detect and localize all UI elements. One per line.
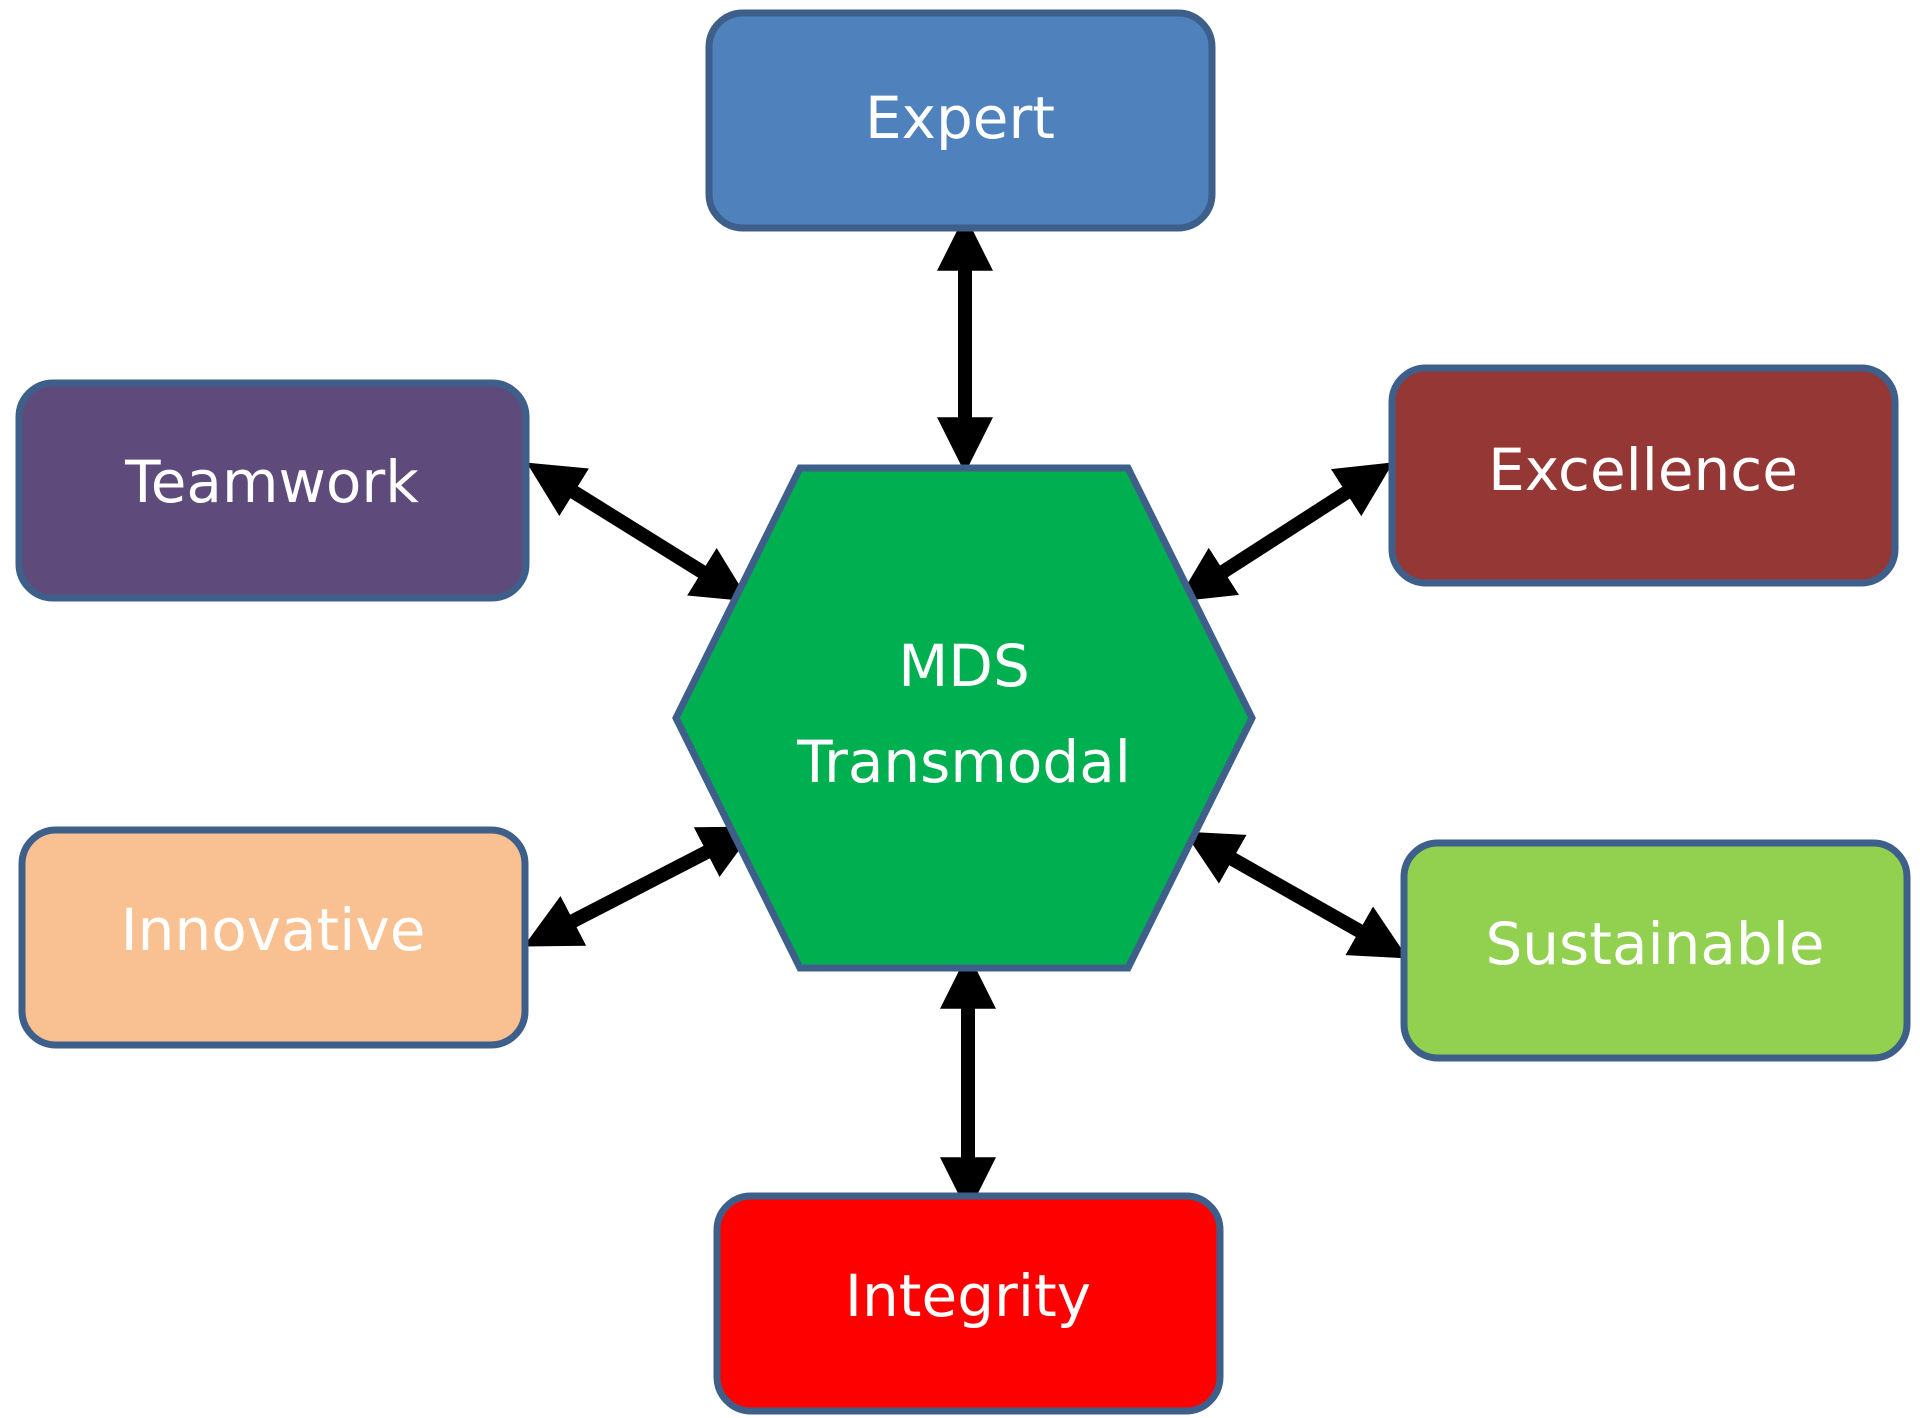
node-integrity-label: Integrity <box>845 1262 1091 1330</box>
arrow-hub-excellence <box>1176 462 1394 602</box>
node-excellence-label: Excellence <box>1488 436 1798 504</box>
node-sustainable-box <box>1400 839 1911 1062</box>
node-teamwork-label: Teamwork <box>124 448 419 516</box>
hub-label-line2: Transmodal <box>796 728 1131 796</box>
node-expert: Expert <box>705 9 1216 232</box>
node-sustainable-label: Sustainable <box>1485 910 1824 978</box>
hub-label-line1: MDS <box>898 632 1030 700</box>
node-innovative: Innovative <box>18 826 529 1049</box>
connector-arrows <box>523 214 1408 1214</box>
hub-node: MDS Transmodal <box>672 464 1256 972</box>
node-expert-box <box>705 9 1216 232</box>
node-teamwork-box <box>15 379 530 602</box>
node-innovative-label: Innovative <box>121 896 426 964</box>
arrow-hub-teamwork <box>526 462 750 602</box>
hub-hexagon <box>672 464 1256 972</box>
node-integrity-box <box>713 1192 1224 1415</box>
node-innovative-box <box>18 826 529 1049</box>
node-integrity: Integrity <box>713 1192 1224 1415</box>
node-teamwork: Teamwork <box>15 379 530 602</box>
node-excellence-box <box>1388 364 1899 587</box>
node-expert-label: Expert <box>865 84 1055 152</box>
node-excellence: Excellence <box>1388 364 1899 587</box>
arrow-hub-innovative <box>523 826 757 947</box>
node-sustainable: Sustainable <box>1400 839 1911 1062</box>
arrow-hub-sustainable <box>1184 831 1408 959</box>
